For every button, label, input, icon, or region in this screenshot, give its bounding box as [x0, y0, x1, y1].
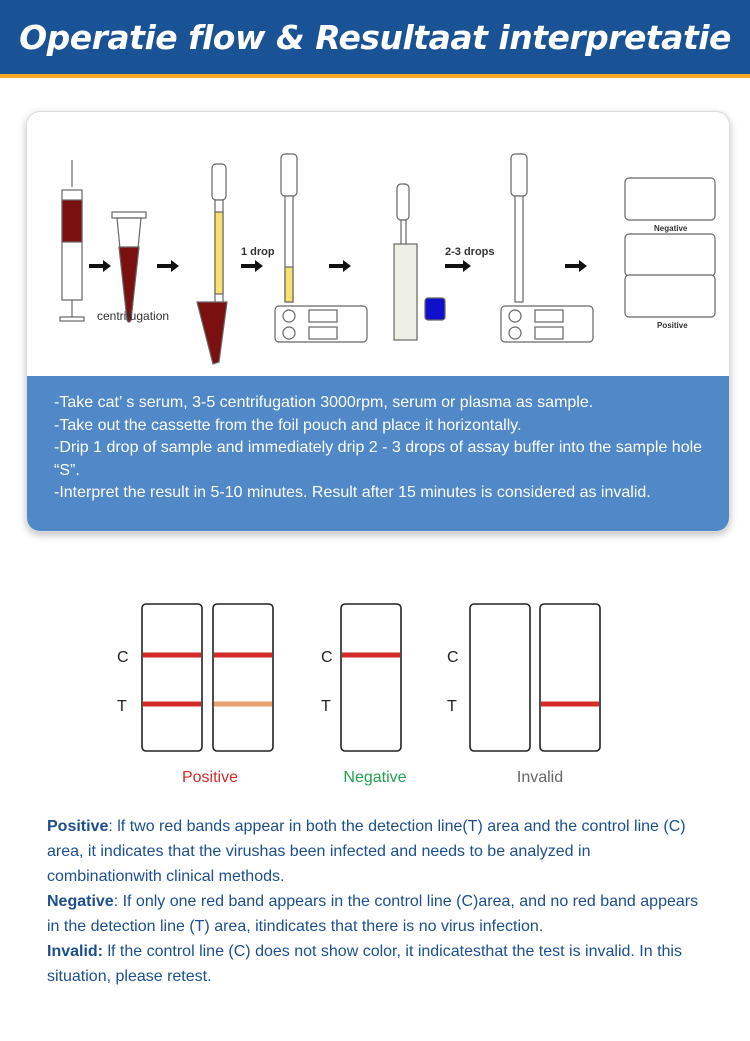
centrifugation-label: centrifugation [97, 309, 169, 323]
procedure-steps: -Take cat’ s serum, 3-5 centrifugation 3… [27, 376, 729, 531]
t-label: T [447, 698, 457, 715]
page-title: Operatie flow & Resultaat interpretatie [19, 17, 731, 57]
negative-diagram-label: Negative [654, 224, 688, 233]
positive-strip-1 [141, 603, 203, 752]
page-header: Operatie flow & Resultaat interpretatie [0, 0, 750, 78]
t-label: T [321, 698, 331, 715]
positive-label: Positive [182, 769, 238, 786]
invalid-interpretation: Invalid: lf the control line (C) does no… [47, 939, 707, 989]
step-1: -Take cat’ s serum, 3-5 centrifugation 3… [54, 394, 594, 411]
one-drop-label: 1 drop [241, 246, 275, 258]
procedure-card: centrifugation 1 drop 2-3 drops Negative… [26, 111, 730, 532]
invalid-label: Invalid [517, 769, 563, 786]
c-label: C [321, 649, 333, 666]
term: Negative [47, 893, 114, 910]
positive-strip-2 [212, 603, 274, 752]
negative-interpretation: Negative: If only one red band appears i… [47, 889, 707, 939]
step-4: -Interpret the result in 5-10 minutes. R… [54, 484, 651, 501]
definition: lf the control line (C) does not show co… [47, 943, 682, 985]
negative-strip [340, 603, 402, 752]
positive-interpretation: Positive: lf two red bands appear in bot… [47, 814, 707, 889]
definition: : If only one red band appears in the co… [47, 893, 699, 935]
t-label: T [117, 698, 127, 715]
negative-label: Negative [343, 769, 406, 786]
step-3: -Drip 1 drop of sample and immediately d… [54, 439, 703, 479]
procedure-illustration: centrifugation 1 drop 2-3 drops Negative… [59, 153, 716, 365]
invalid-strip-2 [539, 603, 601, 752]
c-label: C [117, 649, 129, 666]
invalid-strip-1 [469, 603, 531, 752]
step-2: -Take out the cassette from the foil pou… [54, 416, 522, 434]
c-label: C [447, 649, 459, 666]
term: Invalid: [47, 943, 104, 960]
drops-label: 2-3 drops [445, 246, 495, 258]
interpretation-text: Positive: lf two red bands appear in bot… [47, 814, 707, 989]
positive-diagram-label: Positive [657, 321, 688, 330]
term: Positive [47, 818, 109, 835]
definition: : lf two red bands appear in both the de… [47, 818, 686, 885]
result-strips: C T C T C T Positive Negative Invalid [117, 603, 601, 786]
